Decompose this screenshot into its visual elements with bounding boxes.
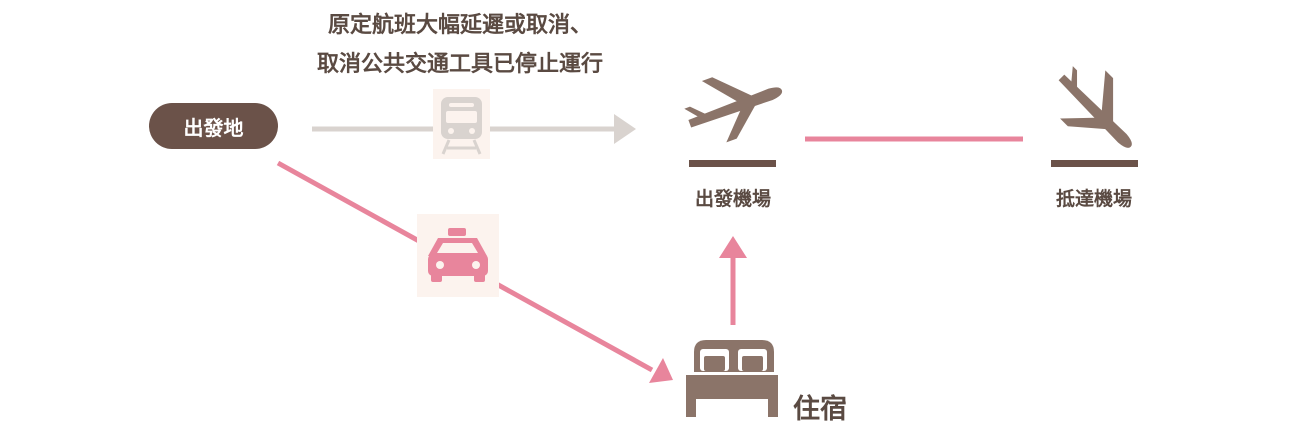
accommodation-to-airport-arrow: [719, 236, 747, 325]
arrival-plane-icon: [1051, 66, 1138, 167]
disruption-note: 原定航班大幅延遲或取消、 取消公共交通工具已停止運行: [250, 6, 670, 84]
origin-node: 出發地: [149, 103, 278, 149]
departure-airport-label: 出發機場: [694, 188, 771, 210]
accommodation-label: 住宿: [793, 394, 847, 425]
train-icon: [433, 89, 490, 159]
disruption-note-line2: 取消公共交通工具已停止運行: [316, 52, 603, 77]
disruption-note-line1: 原定航班大幅延遲或取消、: [327, 13, 592, 38]
departure-plane-icon: [684, 77, 783, 167]
bed-icon: [686, 340, 778, 417]
arrival-airport-label: 抵達機場: [1055, 188, 1132, 210]
taxi-icon: [417, 214, 499, 297]
